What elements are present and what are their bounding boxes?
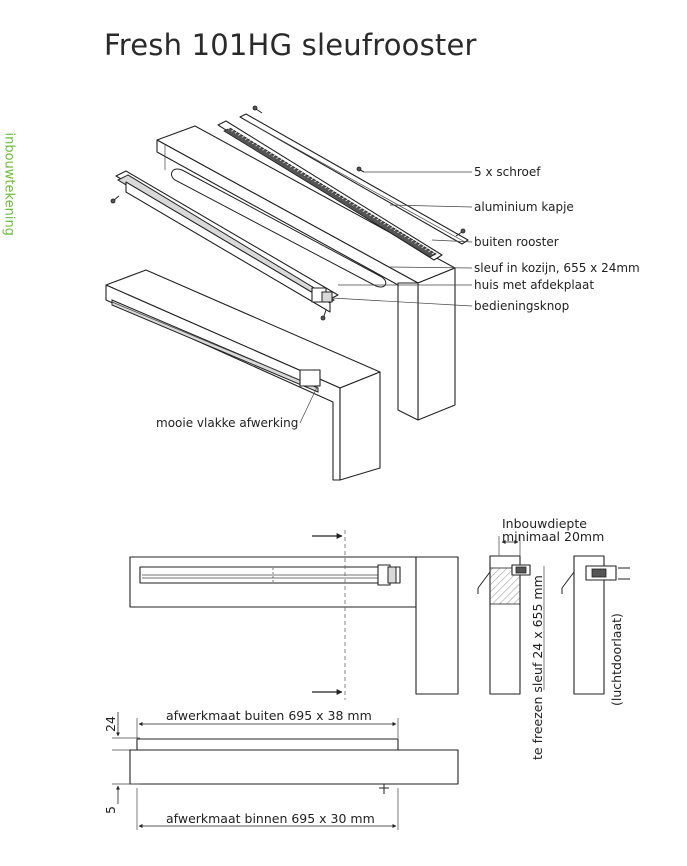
dim-24-label: 24 (103, 716, 118, 732)
front-elevation (129, 530, 459, 700)
grille-slat (379, 219, 384, 223)
grille-slat (400, 232, 405, 236)
grille-slat (393, 228, 398, 232)
grille-slat (307, 175, 311, 179)
grille-slat (352, 202, 356, 206)
grille-slat (345, 198, 349, 202)
grille-slat (411, 238, 415, 242)
depth-label-line2: minimaal 20mm (502, 529, 604, 544)
grille-slat (310, 177, 315, 181)
grille-slat (290, 164, 294, 168)
grille-slat (269, 152, 273, 155)
window-frame-slotted (156, 125, 456, 421)
grille-slat (376, 217, 380, 221)
label-aluminium-cap: aluminium kapje (474, 200, 574, 214)
grille-slat (241, 135, 246, 138)
label-screws: 5 x schroef (474, 165, 541, 179)
page-title: Fresh 101HG sleufrooster (104, 28, 477, 62)
grille-slat (321, 183, 325, 187)
grille-slat (324, 185, 329, 189)
grille-slat (314, 179, 318, 183)
grille-slat (431, 251, 436, 255)
label-slot: sleuf in kozijn, 655 x 24mm (474, 261, 640, 275)
grille-slat (359, 207, 363, 210)
section-view-air-passage (561, 555, 630, 695)
grille-slat (258, 145, 263, 149)
grille-slat (341, 196, 346, 200)
grille-slat (355, 205, 360, 208)
dim-5-label: 5 (103, 806, 118, 814)
grille-slat (414, 241, 418, 244)
grille-slat (238, 133, 242, 136)
grille-slat (248, 139, 252, 143)
grille-slat (407, 236, 412, 240)
mill-slot-label: te freezen sleuf 24 x 655 mm (530, 575, 545, 760)
plan-view (112, 712, 459, 830)
label-outer-grille: buiten rooster (474, 235, 559, 249)
housing-cover-plate (115, 170, 339, 313)
grille-slat (245, 137, 249, 140)
grille-slat (272, 154, 277, 157)
grille-slat (265, 149, 270, 153)
air-passage-label: (luchtdoorlaat) (609, 613, 624, 706)
grille-slat (303, 173, 308, 176)
grille-slat (262, 147, 266, 151)
grille-slat (286, 162, 291, 166)
grille-slat (279, 158, 284, 162)
outer-grille (217, 120, 443, 261)
exploded-view: 5 x schroef aluminium kapje buiten roost… (105, 105, 640, 481)
label-knob: bedieningsknop (474, 299, 569, 313)
depth-label-line1: Inbouwdiepte (502, 516, 587, 531)
grille-slat (331, 190, 335, 193)
grille-slat (231, 128, 235, 132)
grille-slat (317, 181, 322, 185)
grille-slat (366, 211, 370, 215)
technical-drawing: Inbouwdiepte minimaal 20mm te freezen sl… (103, 516, 630, 830)
inner-finish-size: afwerkmaat binnen 695 x 30 mm (166, 811, 375, 826)
grille-slat (251, 141, 256, 145)
label-finish: mooie vlakke afwerking (156, 416, 298, 430)
grille-slat (424, 247, 429, 251)
grille-slat (383, 222, 387, 225)
grille-slat (362, 209, 367, 212)
grille-slat (386, 224, 391, 227)
grille-slat (404, 234, 408, 238)
grille-slat (234, 130, 239, 134)
grille-slat (372, 215, 377, 219)
grille-slat (296, 169, 301, 172)
screws (110, 105, 466, 321)
section-view-milled (477, 536, 545, 695)
aluminium-cap (239, 113, 469, 245)
grille-slat (283, 160, 287, 164)
grille-slat (397, 230, 401, 234)
grille-slat (338, 194, 342, 198)
outer-finish-size: afwerkmaat buiten 695 x 38 mm (166, 708, 372, 723)
grille-slat (276, 156, 280, 159)
grille-slat (334, 192, 339, 196)
grille-slat (390, 226, 394, 229)
window-frame-finished (105, 269, 381, 481)
grille-slat (348, 200, 353, 204)
grille-slat (421, 245, 425, 248)
grille-slat (255, 143, 259, 147)
grille-slat (328, 188, 332, 191)
grille-slat (227, 126, 232, 130)
grille-slat (428, 249, 432, 253)
grille-slat (417, 243, 422, 246)
grille-slat (293, 166, 297, 170)
leader-lines (299, 171, 473, 424)
label-housing: huis met afdekplaat (474, 278, 594, 292)
grille-slat (369, 213, 373, 217)
grille-slat (300, 171, 304, 174)
